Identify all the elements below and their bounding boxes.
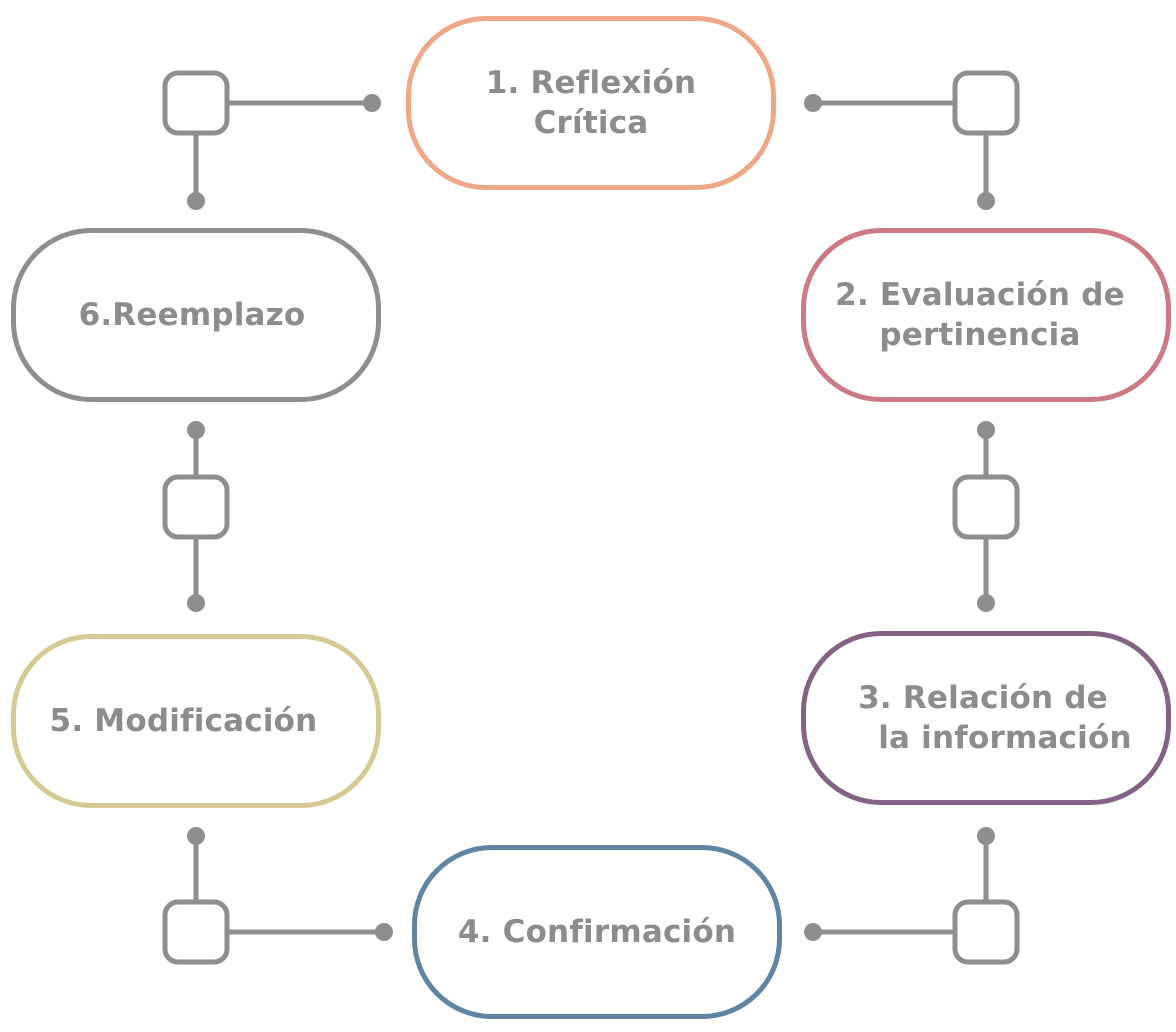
connector-endpoint-dot bbox=[804, 923, 822, 941]
connector-6-to-1 bbox=[162, 70, 375, 204]
connector-endpoint-dot bbox=[375, 923, 393, 941]
step-6-label: 6.Reemplazo bbox=[78, 297, 306, 333]
connector-endpoint-dot bbox=[187, 421, 205, 439]
connector-5-to-6 bbox=[162, 427, 230, 606]
connector-node-square bbox=[952, 70, 1020, 136]
connector-node-square bbox=[162, 899, 230, 965]
connector-endpoint-dot bbox=[363, 94, 381, 112]
step-4-label: 4. Confirmación bbox=[457, 914, 737, 950]
connector-endpoint-dot bbox=[187, 192, 205, 210]
connector-endpoint-dot bbox=[804, 94, 822, 112]
connector-2-to-3 bbox=[952, 427, 1020, 606]
step-2-label: 2. Evaluación de pertinencia bbox=[835, 277, 1125, 353]
connector-node-square bbox=[162, 70, 230, 136]
connector-3-to-4 bbox=[810, 833, 1020, 965]
connector-node-square bbox=[162, 474, 230, 540]
step-2-node: 2. Evaluación de pertinencia bbox=[801, 228, 1171, 402]
step-5-label: 5. Modificación bbox=[49, 703, 318, 739]
step-3-label: 3. Relación de la información bbox=[858, 680, 1132, 756]
connector-node-square bbox=[952, 899, 1020, 965]
step-5-node: 5. Modificación bbox=[11, 634, 381, 808]
connector-endpoint-dot bbox=[977, 192, 995, 210]
step-1-node: 1. Reflexión Crítica bbox=[406, 16, 776, 190]
connector-endpoint-dot bbox=[977, 827, 995, 845]
connector-1-to-2 bbox=[810, 70, 1020, 204]
connector-4-to-5 bbox=[162, 833, 387, 965]
connector-endpoint-dot bbox=[187, 827, 205, 845]
connector-endpoint-dot bbox=[977, 594, 995, 612]
connector-node-square bbox=[952, 474, 1020, 540]
connector-endpoint-dot bbox=[187, 594, 205, 612]
step-3-node: 3. Relación de la información bbox=[801, 631, 1171, 805]
connector-endpoint-dot bbox=[977, 421, 995, 439]
step-4-node: 4. Confirmación bbox=[412, 845, 782, 1019]
step-1-label: 1. Reflexión Crítica bbox=[485, 65, 697, 141]
step-6-node: 6.Reemplazo bbox=[11, 228, 381, 402]
